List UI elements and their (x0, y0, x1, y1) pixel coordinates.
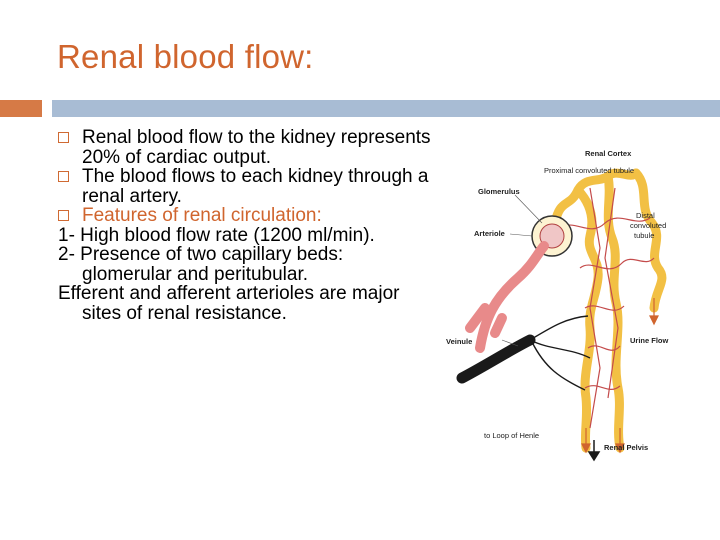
venule (456, 334, 536, 384)
label-distal: convoluted (630, 221, 666, 230)
bullet-text: Features of renal circulation: (82, 205, 322, 226)
feature-line: 2- Presence of two capillary beds: glome… (58, 244, 344, 285)
label-venule: Veinule (446, 337, 472, 346)
label-glomerulus: Glomerulus (478, 187, 520, 196)
slide-title: Renal blood flow: (57, 38, 314, 75)
proximal-tubule (550, 168, 641, 453)
pelvis-arrow-icon (587, 440, 601, 462)
flow-arrows (581, 298, 659, 454)
feature-line: 1- High blood flow rate (1200 ml/min). (58, 224, 375, 246)
peritubular-capillaries (559, 187, 655, 429)
label-proximal-tubule: Proximal convoluted tubule (544, 166, 634, 175)
bullet-item: Features of renal circulation: (58, 206, 438, 226)
slide-body: Renal blood flow to the kidney represent… (58, 128, 438, 323)
header-bar (52, 100, 720, 117)
nephron-diagram: Renal Cortex Proximal convoluted tubule … (446, 149, 669, 462)
bullet-item: Renal blood flow to the kidney represent… (58, 128, 438, 167)
label-renal-pelvis: Renal Pelvis (604, 443, 648, 452)
distal-tubule (631, 168, 667, 313)
label-arteriole: Arteriole (474, 229, 505, 238)
feature-line: Efferent and afferent arterioles are maj… (58, 283, 400, 324)
label-renal-cortex: Renal Cortex (585, 149, 632, 158)
label-loop-of-henle: to Loop of Henle (484, 431, 539, 440)
label-pointers (501, 194, 543, 347)
label-distal: Distal (636, 211, 655, 220)
square-bullet-icon (58, 210, 69, 221)
arteriole (465, 241, 549, 353)
square-bullet-icon (58, 132, 69, 143)
accent-bar (0, 100, 42, 117)
label-distal: tubule (634, 231, 654, 240)
bullet-text: Renal blood flow to the kidney represent… (82, 127, 431, 168)
bullet-item: The blood flows to each kidney through a… (58, 167, 438, 206)
square-bullet-icon (58, 171, 69, 182)
venule-branches (529, 315, 591, 391)
bullet-text: The blood flows to each kidney through a… (82, 166, 429, 207)
label-urine-flow: Urine Flow (630, 336, 669, 345)
